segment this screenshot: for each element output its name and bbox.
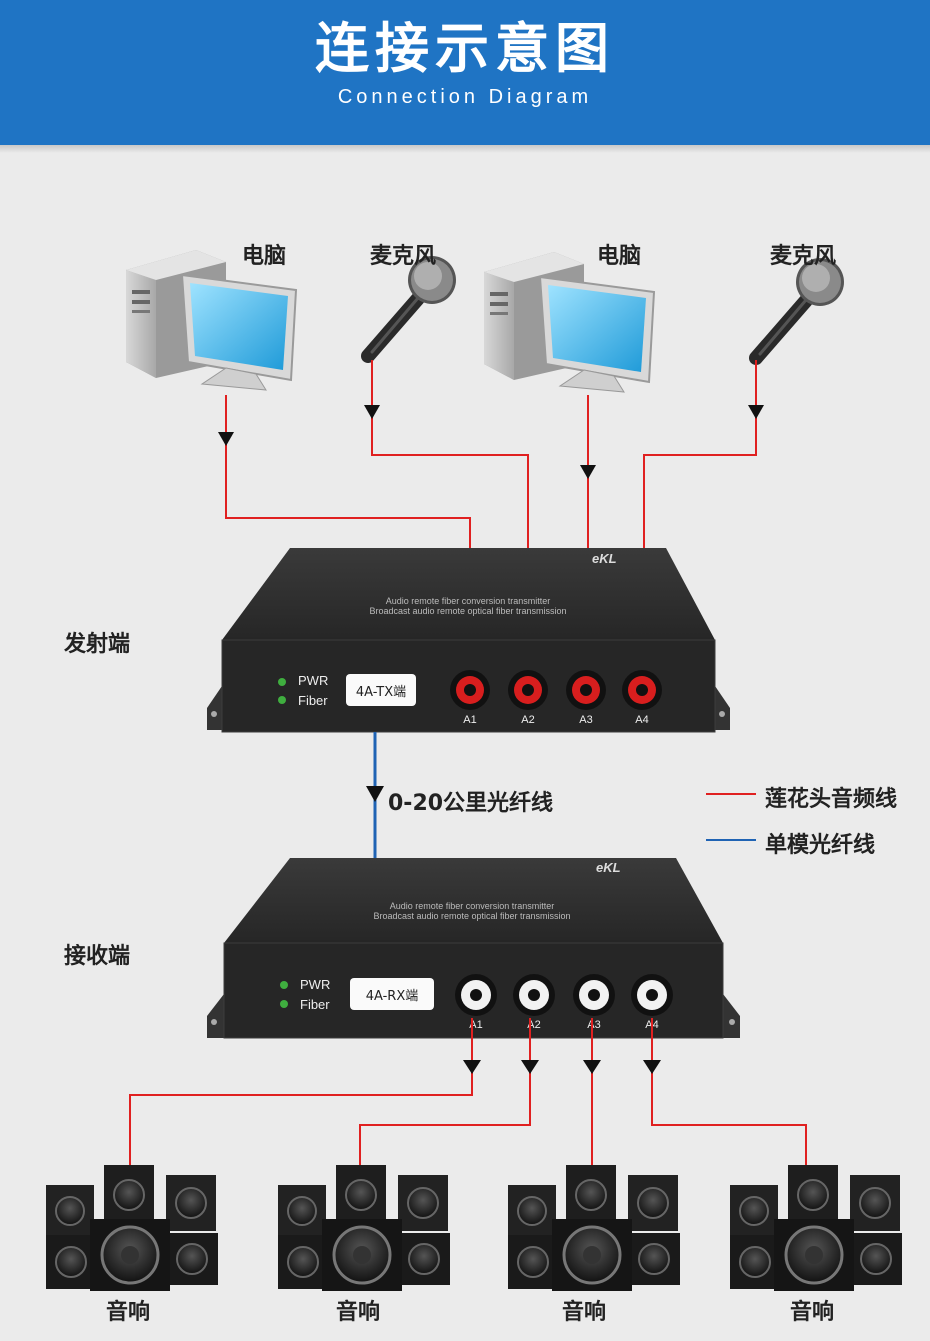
tx-port-label-a3: A3 — [579, 714, 592, 726]
transmitter-side-label: 发射端 — [64, 632, 131, 657]
rx-port-a2 — [513, 974, 555, 1016]
rx-text-line2: Broadcast audio remote optical fiber tra… — [373, 911, 570, 921]
rx-port-a4 — [631, 974, 673, 1016]
tx-text-line2: Broadcast audio remote optical fiber tra… — [369, 606, 566, 616]
tx-port-label-a4: A4 — [635, 714, 648, 726]
computer-icon-1 — [125, 249, 297, 391]
rx-port-a1 — [455, 974, 497, 1016]
microphone-icon-1 — [368, 256, 456, 356]
output-label-1: 音响 — [106, 1300, 151, 1325]
rx-model-label: 4A-RX端 — [366, 989, 419, 1004]
arrow-markers-output — [463, 1060, 661, 1074]
page-title: 连接示意图 — [315, 17, 615, 80]
tx-port-a1 — [450, 670, 490, 710]
rx-text-line1: Audio remote fiber conversion transmitte… — [390, 901, 555, 911]
source-label-computer-2: 电脑 — [597, 244, 642, 269]
tx-port-a4 — [622, 670, 662, 710]
tx-port-a2 — [508, 670, 548, 710]
header-banner — [0, 0, 930, 145]
speaker-icon-1 — [44, 1163, 220, 1293]
page-subtitle: Connection Diagram — [337, 86, 593, 108]
legend-audio-label: 莲花头音频线 — [765, 787, 898, 812]
computer-icon-2 — [483, 251, 655, 393]
output-label-4: 音响 — [790, 1300, 835, 1325]
rx-brand-logo: eKL — [596, 860, 621, 875]
tx-brand-logo: eKL — [592, 551, 617, 566]
source-label-computer-1: 电脑 — [242, 244, 287, 269]
tx-model-label: 4A-TX端 — [356, 685, 406, 700]
receiver-device — [207, 858, 740, 1039]
rx-port-a3 — [573, 974, 615, 1016]
tx-pwr-label: PWR — [298, 673, 328, 688]
output-label-2: 音响 — [336, 1300, 381, 1325]
source-label-microphone-2: 麦克风 — [770, 244, 837, 269]
tx-fiber-label: Fiber — [298, 693, 328, 708]
receiver-side-label: 接收端 — [64, 944, 131, 969]
tx-port-label-a1: A1 — [463, 714, 476, 726]
transmitter-device — [207, 548, 730, 733]
rx-port-label-a3: A3 — [587, 1019, 600, 1031]
speaker-icon-2 — [276, 1163, 452, 1293]
arrow-markers-input — [218, 405, 764, 479]
speaker-icon-4 — [728, 1163, 904, 1293]
speaker-icon-3 — [506, 1163, 682, 1293]
rx-fiber-label: Fiber — [300, 997, 330, 1012]
source-label-microphone-1: 麦克风 — [370, 244, 437, 269]
output-label-3: 音响 — [562, 1300, 607, 1325]
legend-fiber-label: 单模光纤线 — [765, 833, 876, 858]
tx-port-label-a2: A2 — [521, 714, 534, 726]
audio-lines-output — [129, 1018, 807, 1165]
microphone-icon-2 — [756, 258, 844, 358]
header-shadow — [0, 145, 930, 153]
tx-port-a3 — [566, 670, 606, 710]
fiber-arrow — [366, 786, 384, 802]
fiber-link-label: 0-20公里光纤线 — [388, 791, 554, 816]
rx-pwr-label: PWR — [300, 977, 330, 992]
tx-text-line1: Audio remote fiber conversion transmitte… — [386, 596, 551, 606]
